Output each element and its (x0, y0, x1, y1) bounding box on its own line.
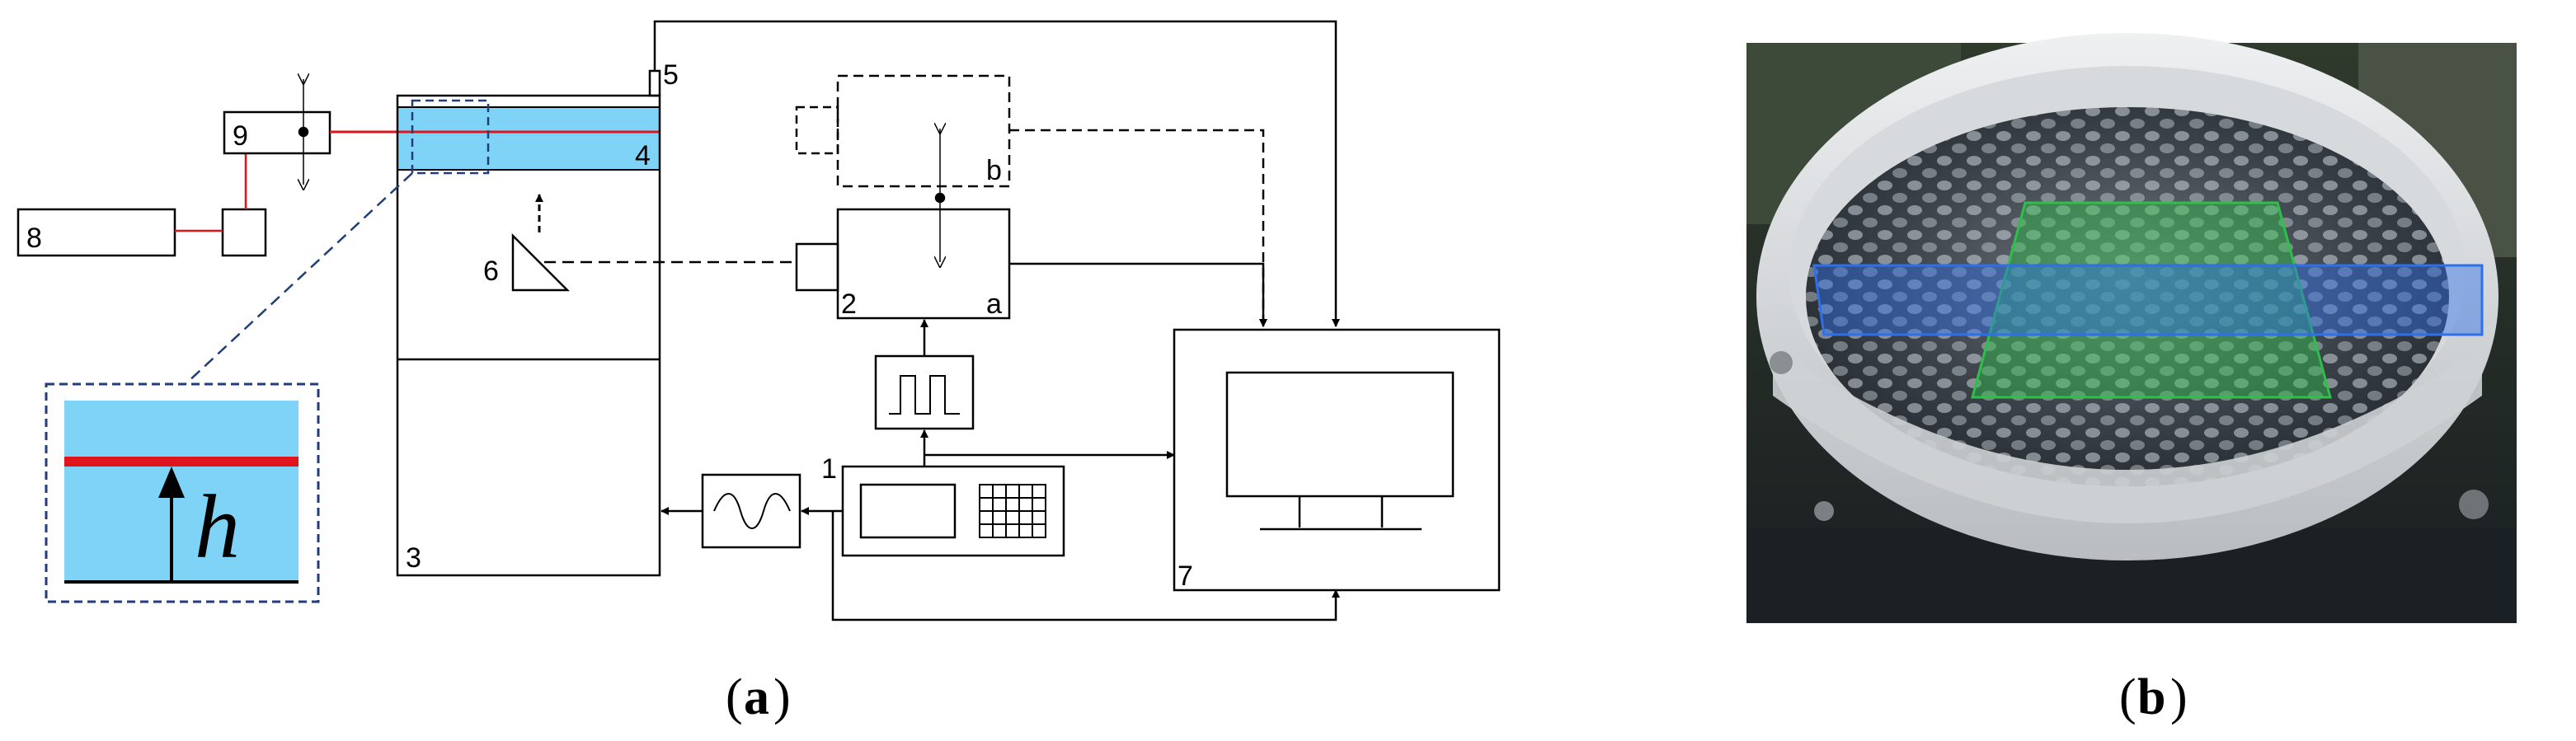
caption-b: ( b ) (2119, 669, 2188, 725)
square-wave-icon (889, 375, 960, 415)
label-mirror: 6 (483, 256, 499, 287)
laser-sheet-overlay (1812, 264, 2484, 336)
label-laser-generator: 9 (233, 120, 248, 152)
label-position-b: b (986, 155, 1002, 186)
caption-b-letter: b (2137, 669, 2165, 725)
mount-bolt-mid (1814, 501, 1834, 521)
label-height-h: h (195, 476, 240, 577)
pulse-generator-box (874, 354, 975, 430)
inset-frame (45, 382, 320, 603)
laser-source-box (16, 208, 176, 257)
amplifier-box (701, 473, 801, 549)
label-camera: 2 (841, 288, 857, 320)
caption-a-letter: a (744, 669, 769, 725)
caption-a: ( a ) (726, 669, 791, 725)
label-water-layer: 4 (635, 140, 651, 171)
inset-zoom-line (186, 172, 413, 384)
camera-body-a (836, 208, 1011, 320)
function-generator-screen (859, 483, 957, 539)
mount-bolt-left (1770, 351, 1793, 374)
sine-wave-icon (713, 493, 791, 529)
laser-relay-box (221, 208, 267, 257)
caption-a-open: ( (726, 669, 743, 725)
label-computer: 7 (1178, 560, 1193, 592)
label-sensor: 5 (663, 59, 679, 91)
function-generator-keypad (979, 484, 1046, 538)
label-function-generator: 1 (821, 453, 837, 485)
camera-view-overlay (1971, 201, 2332, 399)
faraday-wave-pattern (1806, 107, 2449, 486)
photo-panel (1746, 33, 2517, 623)
label-laser-source: 8 (26, 223, 42, 254)
tank-outline (396, 94, 661, 577)
height-arrow-head (158, 467, 185, 498)
mirror-prism (511, 232, 571, 292)
label-position-a: a (986, 288, 1002, 320)
schematic-labels: 8 9 4 5 6 3 2 a b 1 7 h (26, 59, 1193, 592)
generator-sync-wire (831, 511, 1340, 621)
camera-lens-b (795, 106, 839, 155)
sensor-signal-wire (653, 20, 1340, 327)
mount-bolt-right (2459, 490, 2489, 519)
caption-b-close: ) (2170, 669, 2188, 725)
camera-body-b (836, 74, 1011, 188)
camera-lens-a (795, 242, 839, 292)
computer-box (1173, 328, 1501, 592)
bowl-front-band (1773, 346, 2482, 523)
caption-b-open: ( (2119, 669, 2136, 725)
caption-a-close: ) (773, 669, 791, 725)
computer-monitor (1225, 371, 1455, 498)
water-layer (397, 106, 660, 171)
camera-b-data-link (1009, 129, 1267, 327)
schematic-panel (16, 20, 1501, 621)
camera-a-data-link (1009, 262, 1267, 327)
accelerometer-sensor (648, 69, 661, 97)
label-tank: 3 (406, 542, 421, 574)
inset-selection-box (411, 99, 490, 175)
